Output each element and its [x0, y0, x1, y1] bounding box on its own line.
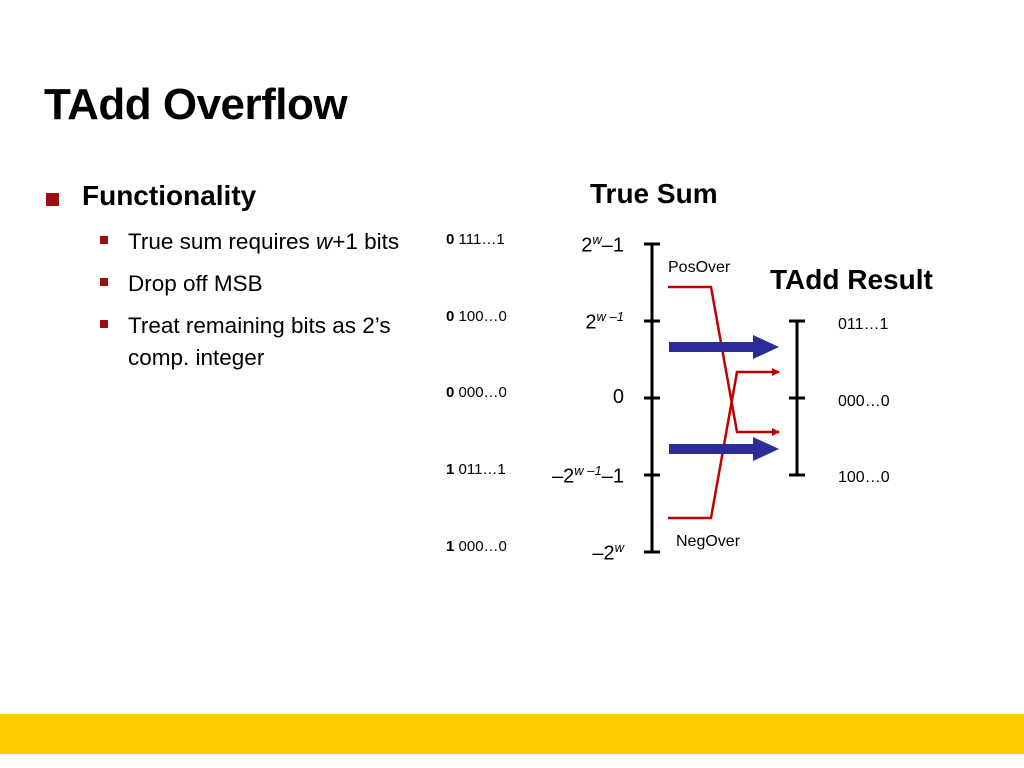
- bit-pattern-1: 0 100…0: [446, 308, 507, 325]
- sub-bullet-true-sum: True sum requires w+1 bits: [100, 226, 424, 258]
- bit-rest: 111…1: [458, 231, 505, 248]
- bit-rest: 000…0: [458, 538, 507, 555]
- true-sum-heading: True Sum: [590, 178, 718, 209]
- neg-over-label: NegOver: [676, 533, 741, 550]
- value-exponent: w –1: [574, 463, 602, 478]
- value-tail: –1: [601, 234, 624, 257]
- sub-bullet-treat-remaining: Treat remaining bits as 2’s comp. intege…: [100, 310, 424, 374]
- bit-rest: 000…0: [458, 384, 507, 401]
- tadd-result-axis: [789, 319, 805, 477]
- true-value-min: –2w: [504, 540, 624, 566]
- footer-bar: [0, 714, 1024, 754]
- bit-pattern-0: 0 111…1: [446, 231, 505, 248]
- bit-msb: 0: [446, 231, 455, 248]
- bit-msb: 0: [446, 384, 455, 401]
- result-pattern-zero: 000…0: [838, 393, 890, 410]
- bullet-list: Functionality True sum requires w+1 bits…: [44, 180, 424, 384]
- bit-pattern-4: 1 000…0: [446, 538, 507, 555]
- true-value-zero: 0: [504, 386, 624, 409]
- true-value-neg-half: –2w –1–1: [504, 463, 624, 489]
- bit-msb: 1: [446, 538, 455, 555]
- bit-rest: 011…1: [458, 461, 506, 478]
- sub-bullet-text: Drop off MSB: [128, 271, 263, 296]
- bullet-square-icon: [46, 193, 59, 206]
- sub-bullet-square-icon: [100, 236, 108, 244]
- bullet-label: Functionality: [82, 180, 257, 211]
- value-exponent: w –1: [596, 309, 624, 324]
- tadd-result-heading: TAdd Result: [770, 264, 933, 295]
- sub-bullet-square-icon: [100, 278, 108, 286]
- pos-over-line: [668, 285, 780, 436]
- sub-bullet-text-w: w: [315, 229, 333, 254]
- bullet-functionality: Functionality: [44, 180, 424, 212]
- mapping-arrow-lower: [669, 437, 779, 461]
- bit-msb: 1: [446, 461, 455, 478]
- value-base: 0: [612, 386, 624, 408]
- value-base: –2: [552, 465, 575, 488]
- true-sum-axis: [644, 242, 660, 554]
- sub-bullet-text-b: +1 bits: [332, 229, 400, 254]
- bit-pattern-3: 1 011…1: [446, 461, 506, 478]
- bit-rest: 100…0: [458, 308, 507, 325]
- bit-pattern-2: 0 000…0: [446, 384, 507, 401]
- sub-bullet-text: True sum requires w+1 bits: [128, 226, 399, 258]
- sub-bullet-text-a: True sum requires: [128, 229, 316, 254]
- mapping-arrow-upper: [669, 335, 779, 359]
- true-value-half: 2w –1: [504, 309, 624, 335]
- value-exponent: w: [614, 540, 624, 555]
- value-base: 2: [581, 234, 593, 257]
- bit-msb: 0: [446, 308, 455, 325]
- pos-over-label: PosOver: [668, 259, 731, 276]
- value-base: –2: [592, 542, 615, 565]
- result-pattern-max: 011…1: [838, 316, 889, 333]
- slide-title: TAdd Overflow: [44, 80, 348, 129]
- result-pattern-min: 100…0: [838, 469, 890, 486]
- value-tail: –1: [601, 465, 624, 488]
- sub-bullet-square-icon: [100, 320, 108, 328]
- value-base: 2: [585, 311, 597, 334]
- value-exponent: w: [592, 232, 602, 247]
- sub-bullet-drop-msb: Drop off MSB: [100, 268, 424, 300]
- true-value-max: 2w–1: [504, 232, 624, 258]
- sub-bullet-text: Treat remaining bits as 2’s comp. intege…: [128, 313, 391, 370]
- sub-bullet-list: True sum requires w+1 bits Drop off MSB …: [100, 226, 424, 374]
